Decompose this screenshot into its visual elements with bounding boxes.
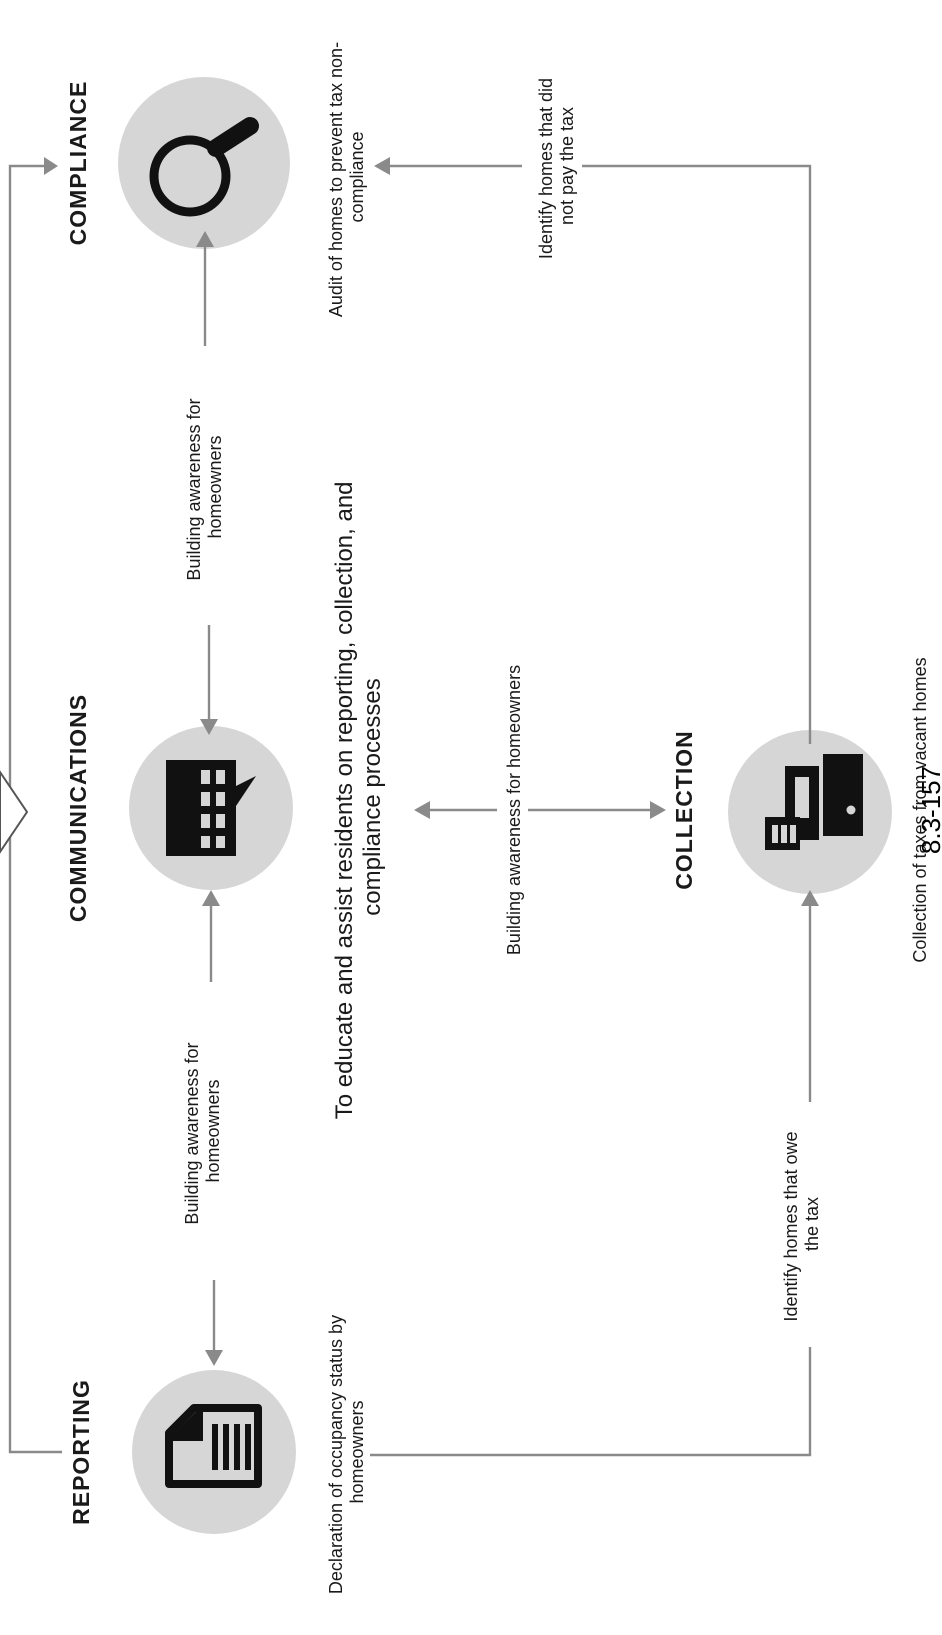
collection-caption: Collection of taxes from vacant homes [910, 657, 930, 962]
compliance-disc [118, 77, 290, 249]
communications-title: COMMUNICATIONS [65, 694, 91, 922]
document-icon [165, 1404, 262, 1488]
collection-to-compliance-arrow [374, 157, 812, 744]
compliance-title: COMPLIANCE [65, 81, 91, 246]
comm-to-reporting-arrow [205, 1280, 223, 1366]
comm-to-compliance-label: Building awareness for homeowners [184, 393, 225, 580]
reporting-to-collection-label: Identify homes that owe the tax [781, 1126, 822, 1321]
collection-title: COLLECTION [671, 730, 697, 890]
comm-to-compliance-arrow-upper [196, 231, 214, 346]
comm-to-reporting-label: Building awareness for homeowners [182, 1037, 223, 1224]
collection-to-compliance-label: Identify homes that did not pay the tax [536, 73, 577, 259]
compliance-caption: Audit of homes to prevent tax non- compl… [326, 37, 367, 317]
page-number: 8.3-157 [916, 766, 942, 854]
loop-diamond-marker [0, 770, 29, 854]
comm-to-compliance-arrow [200, 625, 218, 735]
comm-to-reporting-arrow-upper [202, 890, 220, 982]
magnifying-glass-icon [149, 117, 259, 217]
comm-collection-double-arrow [414, 801, 666, 819]
comm-to-collection-label: Building awareness for homeowners [504, 665, 524, 955]
speech-bubble-icon [166, 760, 256, 856]
reporting-title: REPORTING [68, 1379, 94, 1525]
objective-text: To educate and assist residents on repor… [331, 475, 386, 1119]
cash-register-icon [765, 754, 863, 850]
reporting-caption: Declaration of occupancy status by homeo… [326, 1310, 367, 1594]
reporting-to-collection-arrow [370, 890, 819, 1457]
